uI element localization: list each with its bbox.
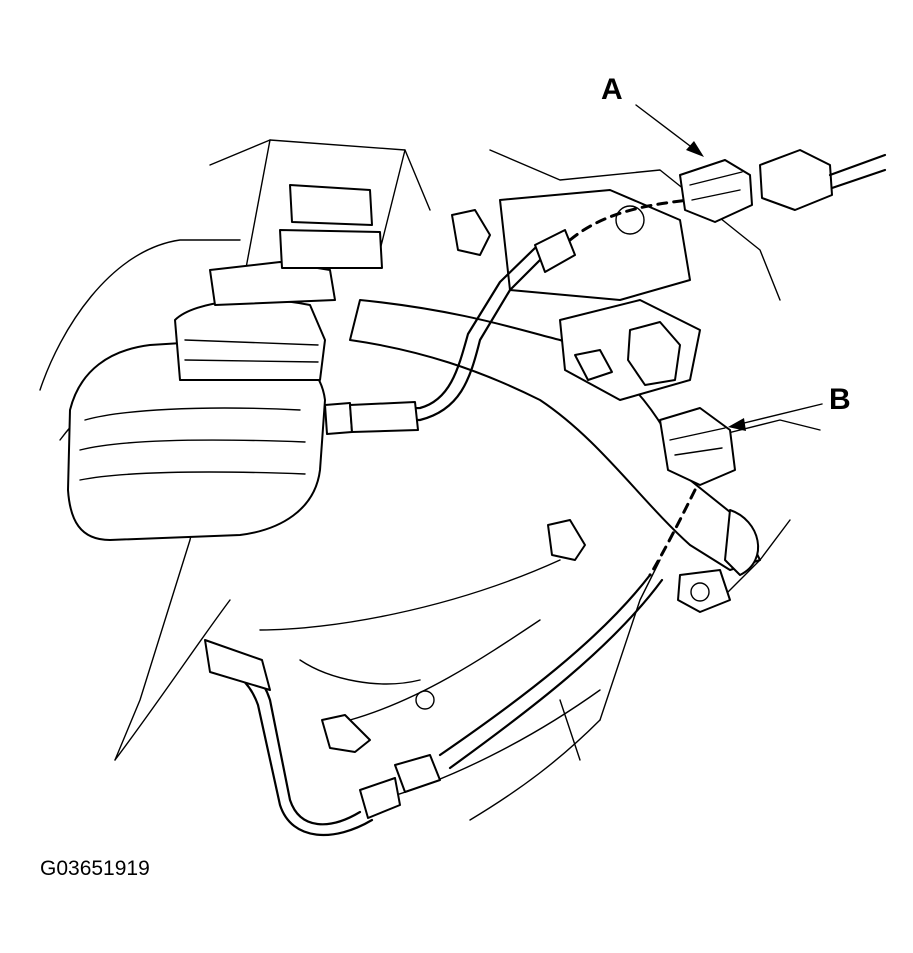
upper-harness	[324, 198, 692, 435]
cv-boot	[67, 184, 383, 541]
cross-tube	[349, 299, 761, 613]
connector-b	[627, 321, 736, 486]
connector-a	[679, 149, 887, 223]
callout-arrows	[635, 104, 823, 431]
harness-clips	[321, 209, 613, 753]
callout-label-a: A	[601, 73, 623, 106]
callout-label-b: B	[829, 383, 851, 416]
figure-id: G03651919	[40, 857, 150, 880]
lower-harness	[204, 488, 697, 837]
